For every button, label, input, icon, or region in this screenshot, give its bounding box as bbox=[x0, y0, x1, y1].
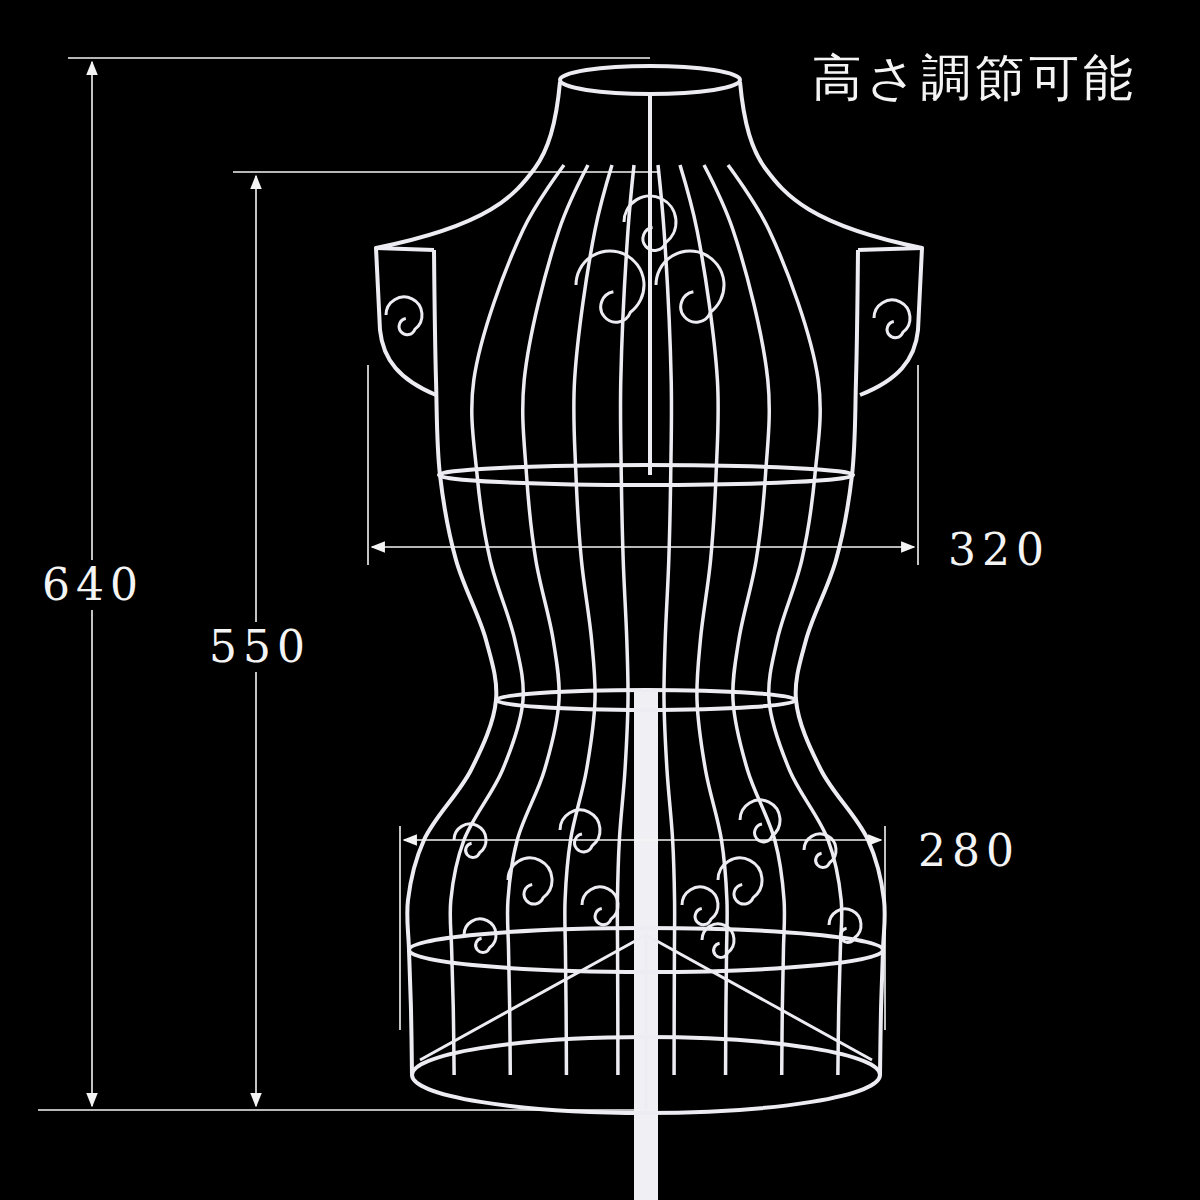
extension-line bbox=[68, 57, 650, 59]
extension-line bbox=[233, 171, 660, 173]
extension-line bbox=[367, 365, 369, 565]
shoulder-wire bbox=[376, 82, 922, 250]
torso-ring bbox=[439, 465, 853, 485]
torso-rib bbox=[728, 165, 842, 1075]
torso-rib bbox=[648, 95, 652, 475]
dimension-lines bbox=[38, 58, 918, 1110]
scroll-ornament bbox=[656, 251, 724, 322]
torso-rib bbox=[565, 165, 612, 1075]
torso-rib bbox=[507, 165, 588, 1075]
scroll-ornament bbox=[560, 810, 600, 852]
torso-rib bbox=[617, 165, 634, 1075]
torso-ring bbox=[496, 690, 796, 710]
torso-rib bbox=[658, 165, 675, 1075]
scroll-ornament bbox=[682, 887, 718, 925]
scroll-ornament bbox=[874, 300, 910, 338]
wire-torso bbox=[376, 66, 922, 1200]
neck-ring bbox=[560, 66, 740, 94]
extension-line bbox=[884, 826, 886, 1030]
arm-cap bbox=[376, 248, 922, 395]
scroll-ornament bbox=[386, 297, 422, 335]
scroll-ornament bbox=[740, 800, 780, 842]
extension-line bbox=[38, 1109, 640, 1111]
scroll-ornament bbox=[829, 909, 861, 942]
dimension-label: 550 bbox=[205, 622, 315, 672]
base-spoke bbox=[420, 935, 872, 1110]
extension-line bbox=[917, 365, 919, 565]
scroll-ornament bbox=[718, 858, 762, 904]
dimension-label: 280 bbox=[914, 826, 1024, 876]
dimension-label: 320 bbox=[944, 525, 1054, 575]
scroll-ornament bbox=[582, 887, 618, 925]
dimension-label: 640 bbox=[38, 560, 148, 610]
feature-note: 高さ調節可能 bbox=[808, 50, 1141, 106]
dimension-arrow bbox=[372, 546, 914, 548]
extension-line bbox=[399, 826, 401, 1030]
scroll-ornament bbox=[804, 834, 836, 867]
scroll-ornament bbox=[576, 251, 644, 322]
torso-rib bbox=[704, 165, 785, 1075]
scroll-ornament bbox=[464, 919, 496, 952]
scroll-ornament bbox=[624, 196, 676, 250]
scroll-ornament bbox=[508, 858, 552, 904]
dimension-arrow bbox=[404, 839, 881, 841]
scroll-ornament bbox=[702, 924, 734, 957]
